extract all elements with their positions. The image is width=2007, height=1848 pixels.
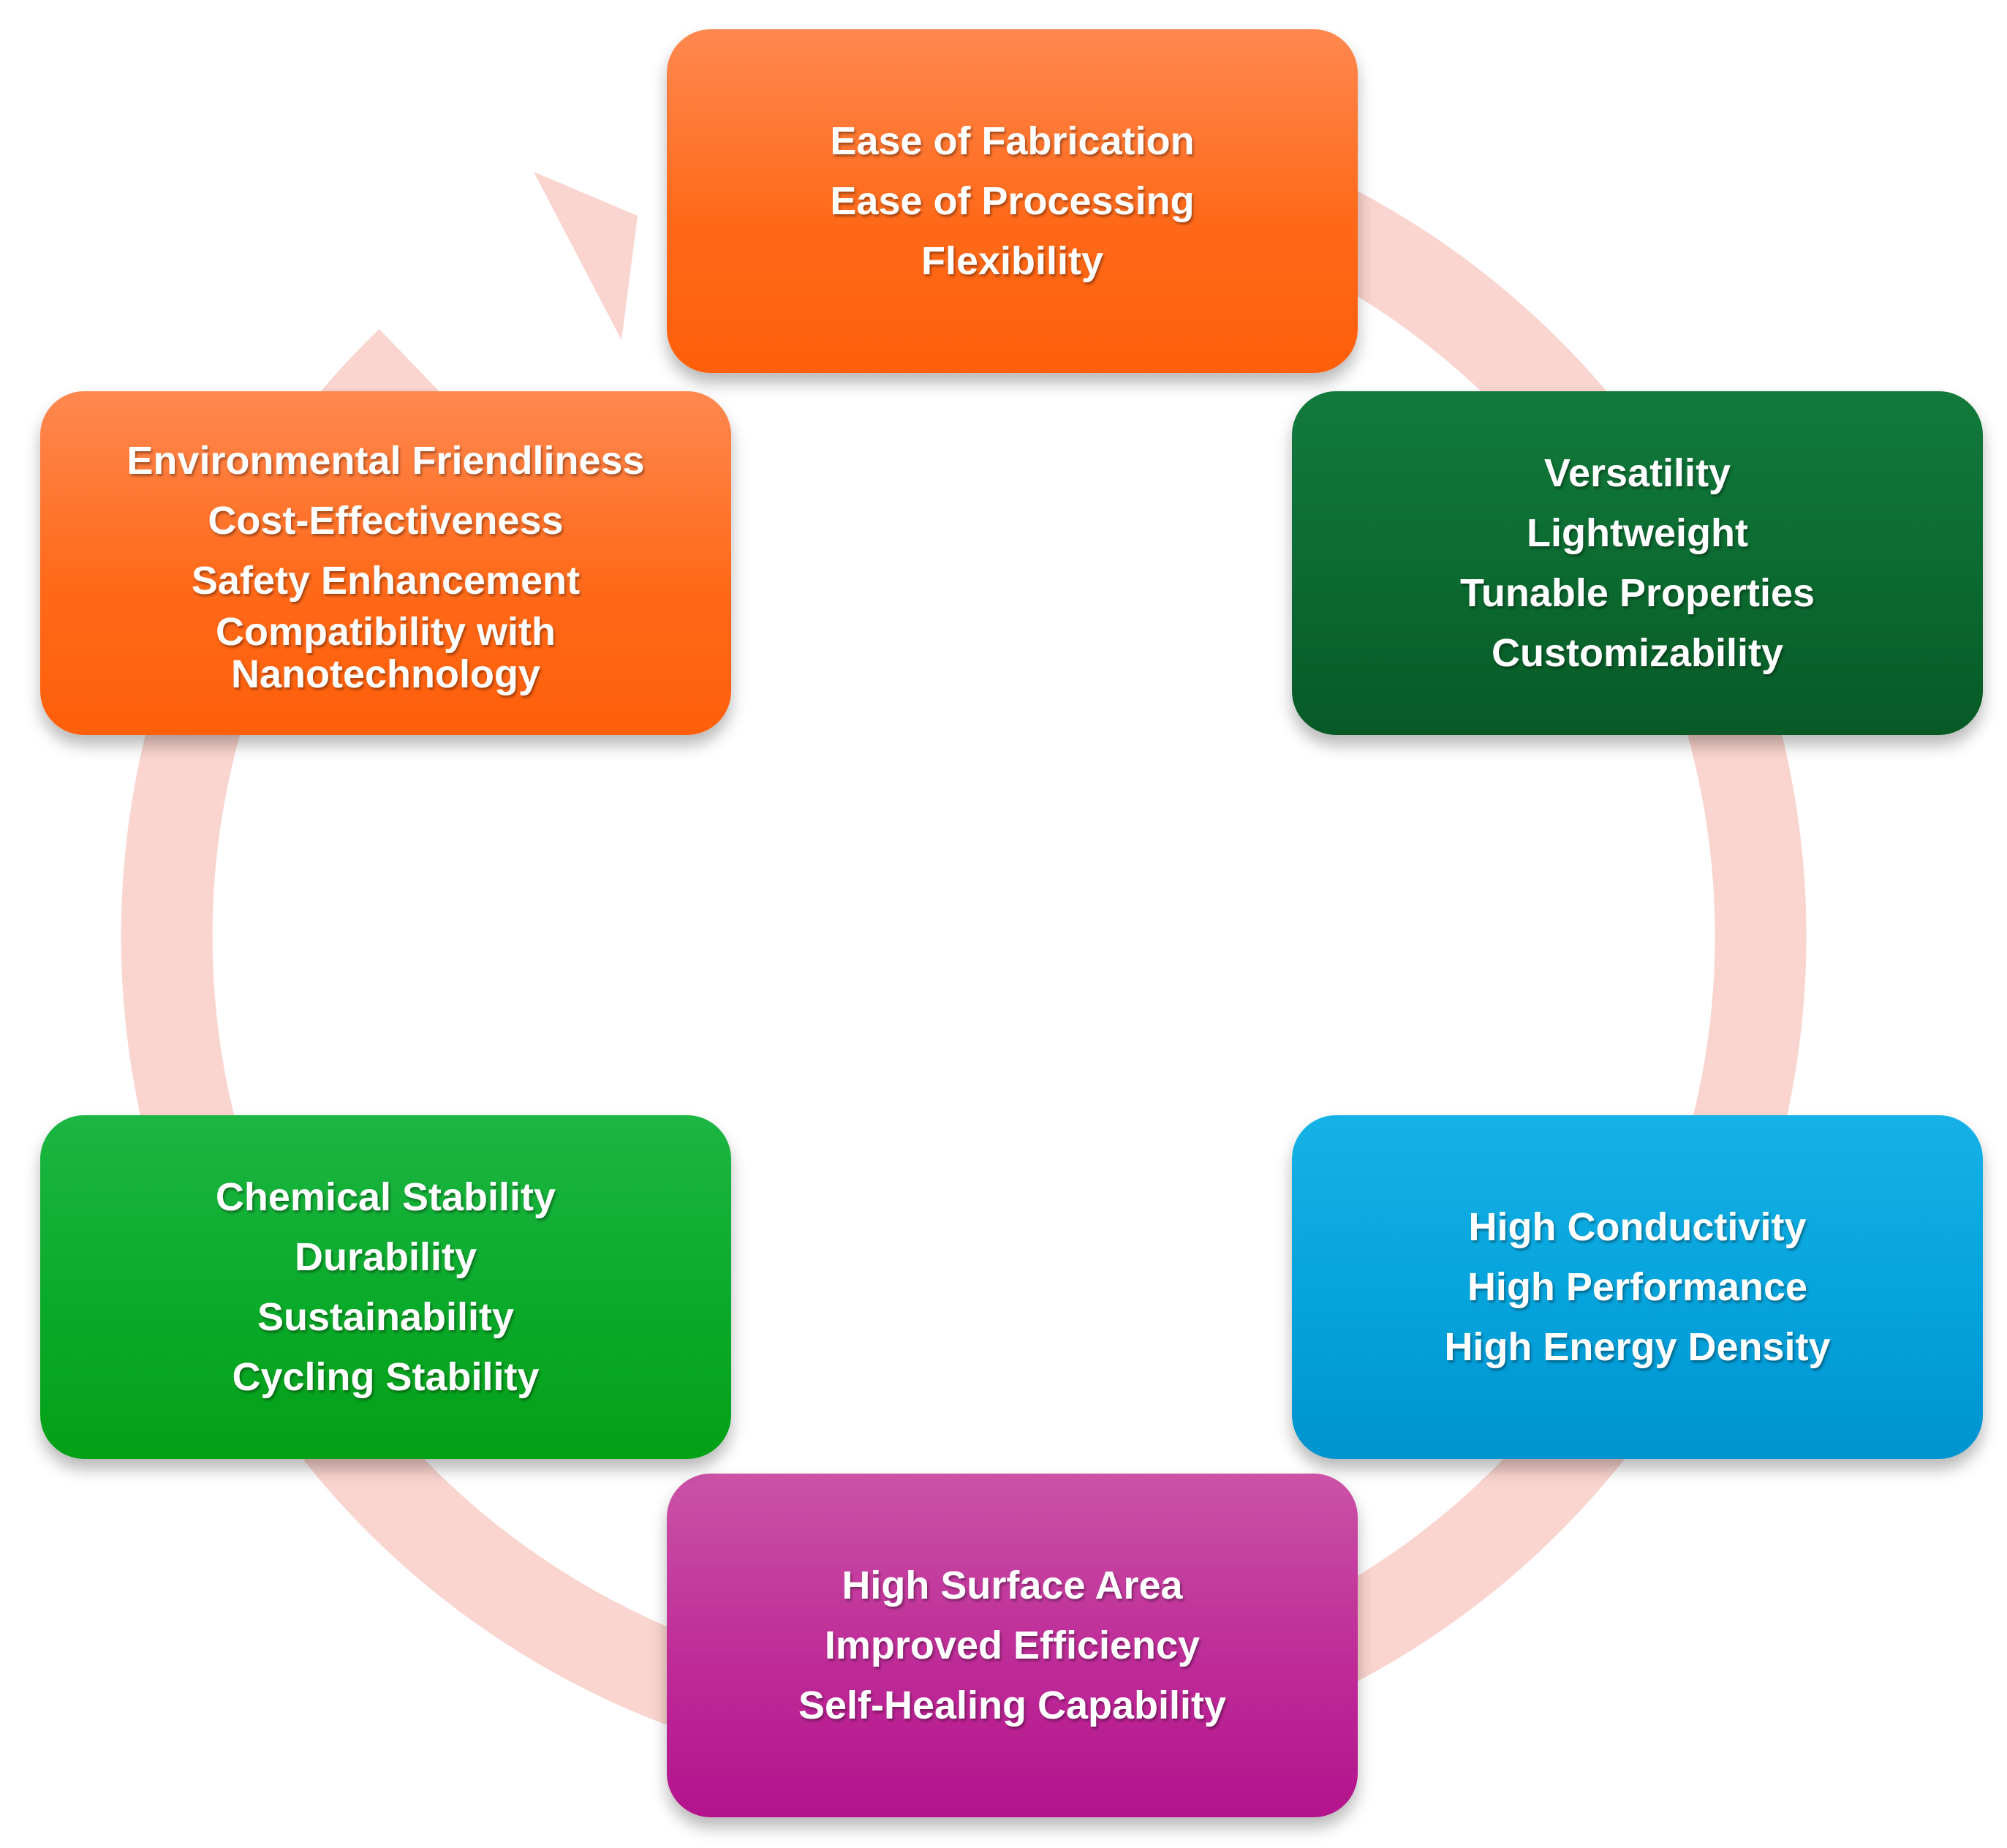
box-high-surface-area: High Surface Area Improved Efficiency Se… [667, 1474, 1358, 1817]
box-text-line: High Energy Density [1444, 1325, 1831, 1369]
box-text-line: Tunable Properties [1459, 571, 1815, 615]
box-ease-of-fabrication: Ease of Fabrication Ease of Processing F… [667, 29, 1358, 373]
box-versatility: Versatility Lightweight Tunable Properti… [1292, 391, 1983, 735]
box-environmental-friendliness: Environmental Friendliness Cost-Effectiv… [40, 391, 731, 735]
box-text-line: Versatility [1543, 451, 1731, 495]
box-text-line: Lightweight [1527, 511, 1748, 555]
box-text-line: High Performance [1467, 1265, 1808, 1309]
box-high-conductivity: High Conductivity High Performance High … [1292, 1115, 1983, 1459]
box-chemical-stability: Chemical Stability Durability Sustainabi… [40, 1115, 731, 1459]
box-text-line: Safety Enhancement [191, 559, 581, 603]
box-text-line: Self-Healing Capability [798, 1683, 1227, 1727]
box-text-line: Ease of Fabrication [830, 119, 1195, 163]
box-text-line: Compatibility with [216, 610, 556, 654]
box-text-line: Flexibility [921, 239, 1104, 283]
box-text-line: Ease of Processing [830, 179, 1195, 223]
box-text-line: Durability [294, 1235, 477, 1279]
box-text-line: High Surface Area [842, 1564, 1183, 1607]
box-text-line: Customizability [1491, 631, 1784, 675]
box-text-line: Improved Efficiency [824, 1623, 1201, 1667]
box-text-line: Nanotechnology [230, 652, 540, 696]
box-text-line: Environmental Friendliness [126, 439, 645, 483]
box-text-line: Sustainability [257, 1295, 515, 1339]
box-text-line: Cycling Stability [232, 1355, 540, 1399]
cycle-arrow-head [534, 172, 638, 340]
box-text-line: Chemical Stability [215, 1175, 556, 1219]
box-text-line: High Conductivity [1468, 1205, 1807, 1249]
box-text-line: Cost-Effectiveness [208, 499, 564, 543]
